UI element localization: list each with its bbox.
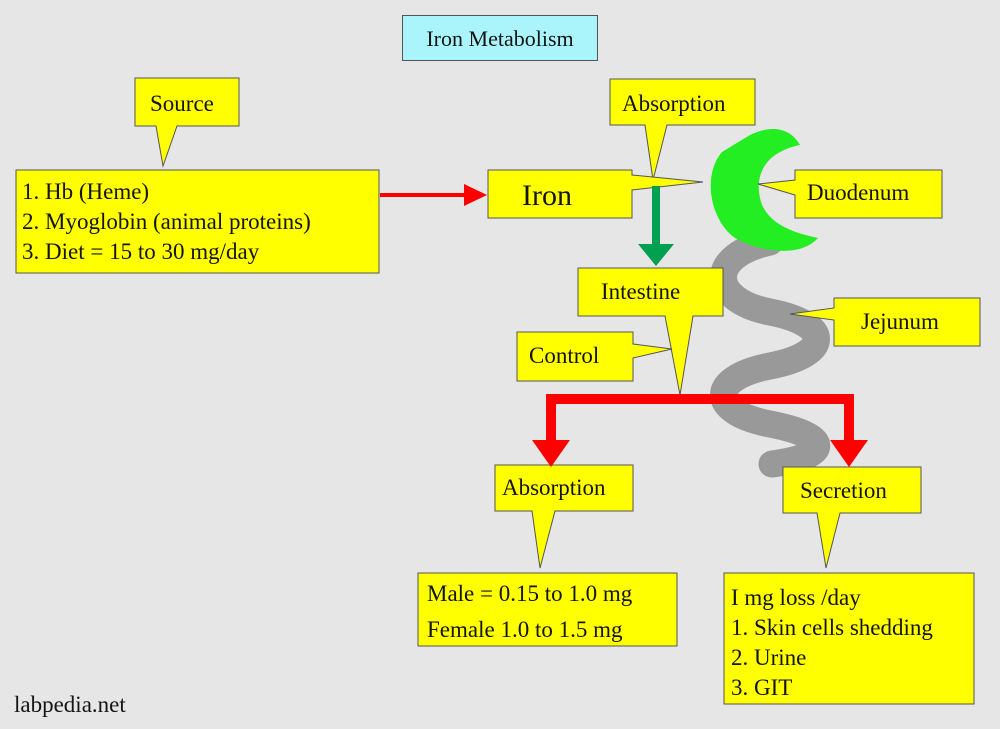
control-branch-arrow	[546, 394, 854, 440]
secretion-item-3: 2. Urine	[731, 645, 807, 670]
iron-label: Iron	[522, 179, 572, 212]
secretion-callout	[782, 466, 922, 569]
secretion-list-box	[723, 572, 975, 705]
secretion-item-2: 1. Skin cells shedding	[731, 615, 933, 640]
iron-callout	[487, 169, 704, 219]
duodenum-label: Duodenum	[807, 180, 910, 205]
jejunum-label: Jejunum	[861, 309, 939, 334]
absorption-female: Female 1.0 to 1.5 mg	[427, 617, 623, 642]
jejunum-callout	[789, 297, 981, 347]
source-to-iron-arrowhead	[464, 184, 487, 206]
source-list: 1. Hb (Heme) 2. Myoglobin (animal protei…	[22, 177, 311, 267]
absorption-values: Male = 0.15 to 1.0 mg Female 1.0 to 1.5 …	[427, 576, 632, 648]
branch-absorption-arrowhead	[532, 440, 570, 467]
absorption-top-label: Absorption	[622, 91, 726, 116]
jejunum-shape	[710, 228, 831, 478]
absorption-label: Absorption	[502, 475, 606, 500]
absorption-values-box	[417, 572, 678, 647]
branch-secretion-arrowhead	[830, 440, 868, 467]
duodenum-shape	[710, 129, 818, 251]
source-item-1: 1. Hb (Heme)	[22, 179, 150, 204]
absorption-top-callout	[609, 78, 756, 181]
source-list-box	[15, 169, 380, 274]
source-label: Source	[150, 91, 214, 116]
secretion-list: I mg loss /day 1. Skin cells shedding 2.…	[731, 583, 933, 703]
duodenum-callout	[757, 169, 943, 219]
absorption-male: Male = 0.15 to 1.0 mg	[427, 581, 633, 606]
diagram-title: Iron Metabolism	[402, 15, 598, 61]
intestine-label: Intestine	[601, 279, 681, 304]
absorption-callout	[494, 464, 634, 569]
source-callout	[134, 77, 240, 168]
control-label: Control	[529, 343, 600, 368]
credit-text: labpedia.net	[14, 692, 126, 717]
secretion-label: Secretion	[800, 478, 887, 503]
control-callout	[516, 331, 673, 382]
source-item-2: 2. Myoglobin (animal proteins)	[22, 209, 311, 234]
secretion-item-4: 3. GIT	[731, 675, 793, 700]
iron-to-intestine-arrowhead	[638, 244, 674, 266]
intestine-callout	[577, 267, 724, 396]
secretion-item-1: I mg loss /day	[731, 585, 861, 610]
source-item-3: 3. Diet = 15 to 30 mg/day	[22, 239, 260, 264]
